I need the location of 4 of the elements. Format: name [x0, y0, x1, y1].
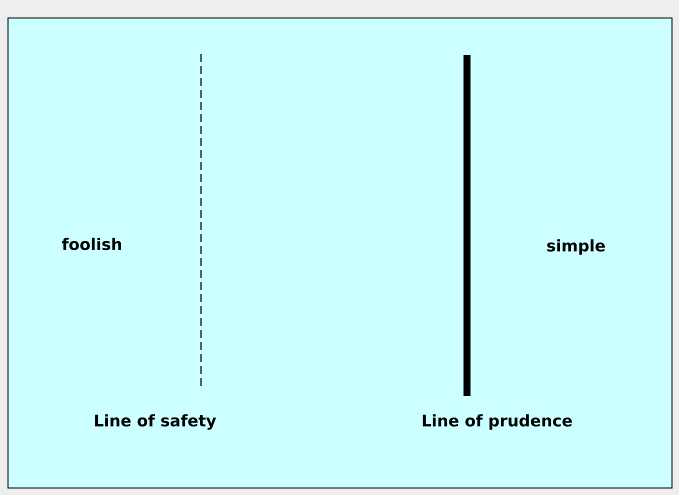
side-label: simple: [547, 239, 605, 255]
line-caption: Line of prudence: [422, 414, 572, 430]
side-label: foolish: [62, 238, 122, 250]
line-caption: Line of safety: [95, 414, 216, 430]
